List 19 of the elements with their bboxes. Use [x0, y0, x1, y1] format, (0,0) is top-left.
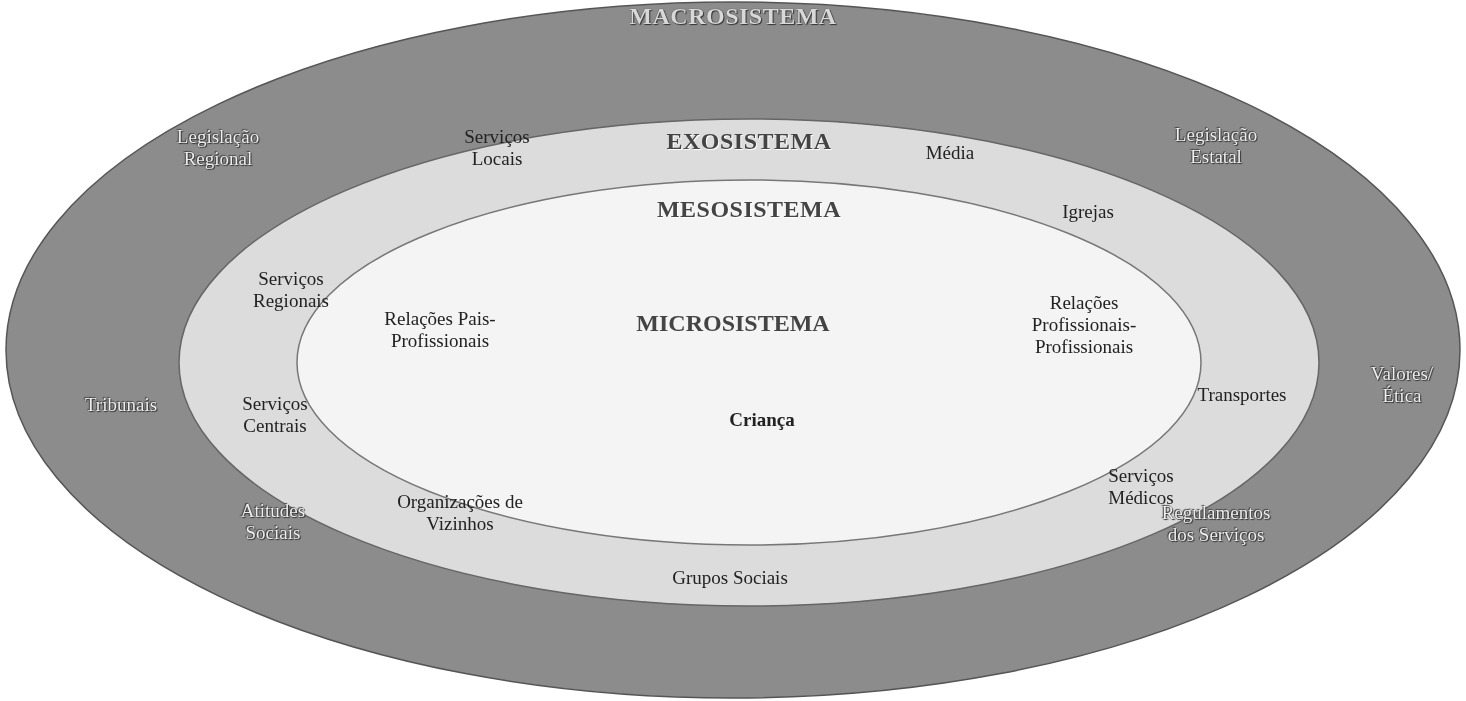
system-heading: MICROSISTEMA	[635, 312, 831, 334]
mesosystem-label: Relações Pais-Profissionais	[383, 308, 497, 352]
macrosystem-label: Legislação Regional	[175, 126, 261, 170]
exosystem-label: Serviços Locais	[463, 126, 531, 170]
exosystem-label: Grupos Sociais	[671, 567, 789, 589]
exosystem-label: Média	[924, 142, 976, 164]
system-heading: MACROSISTEMA	[629, 3, 837, 30]
exosystem-label: Serviços Centrais	[241, 393, 309, 437]
exosystem-label: Igrejas	[1061, 201, 1115, 223]
mesosystem-label: Relações Profissionais-Profissionais	[1030, 292, 1138, 358]
macrosystem-label: Tribunais	[83, 394, 159, 416]
macrosystem-label: Legislação Estatal	[1173, 124, 1259, 168]
system-heading: EXOSISTEMA	[666, 128, 832, 155]
system-heading: MESOSISTEMA	[656, 196, 842, 223]
macrosystem-label: Valores/ Ética	[1369, 363, 1435, 407]
center-label: Criança	[728, 409, 796, 431]
exosystem-label: Serviços Regionais	[252, 268, 330, 312]
exosystem-label: Organizações de Vizinhos	[396, 491, 524, 535]
exosystem-label: Transportes	[1196, 384, 1288, 406]
